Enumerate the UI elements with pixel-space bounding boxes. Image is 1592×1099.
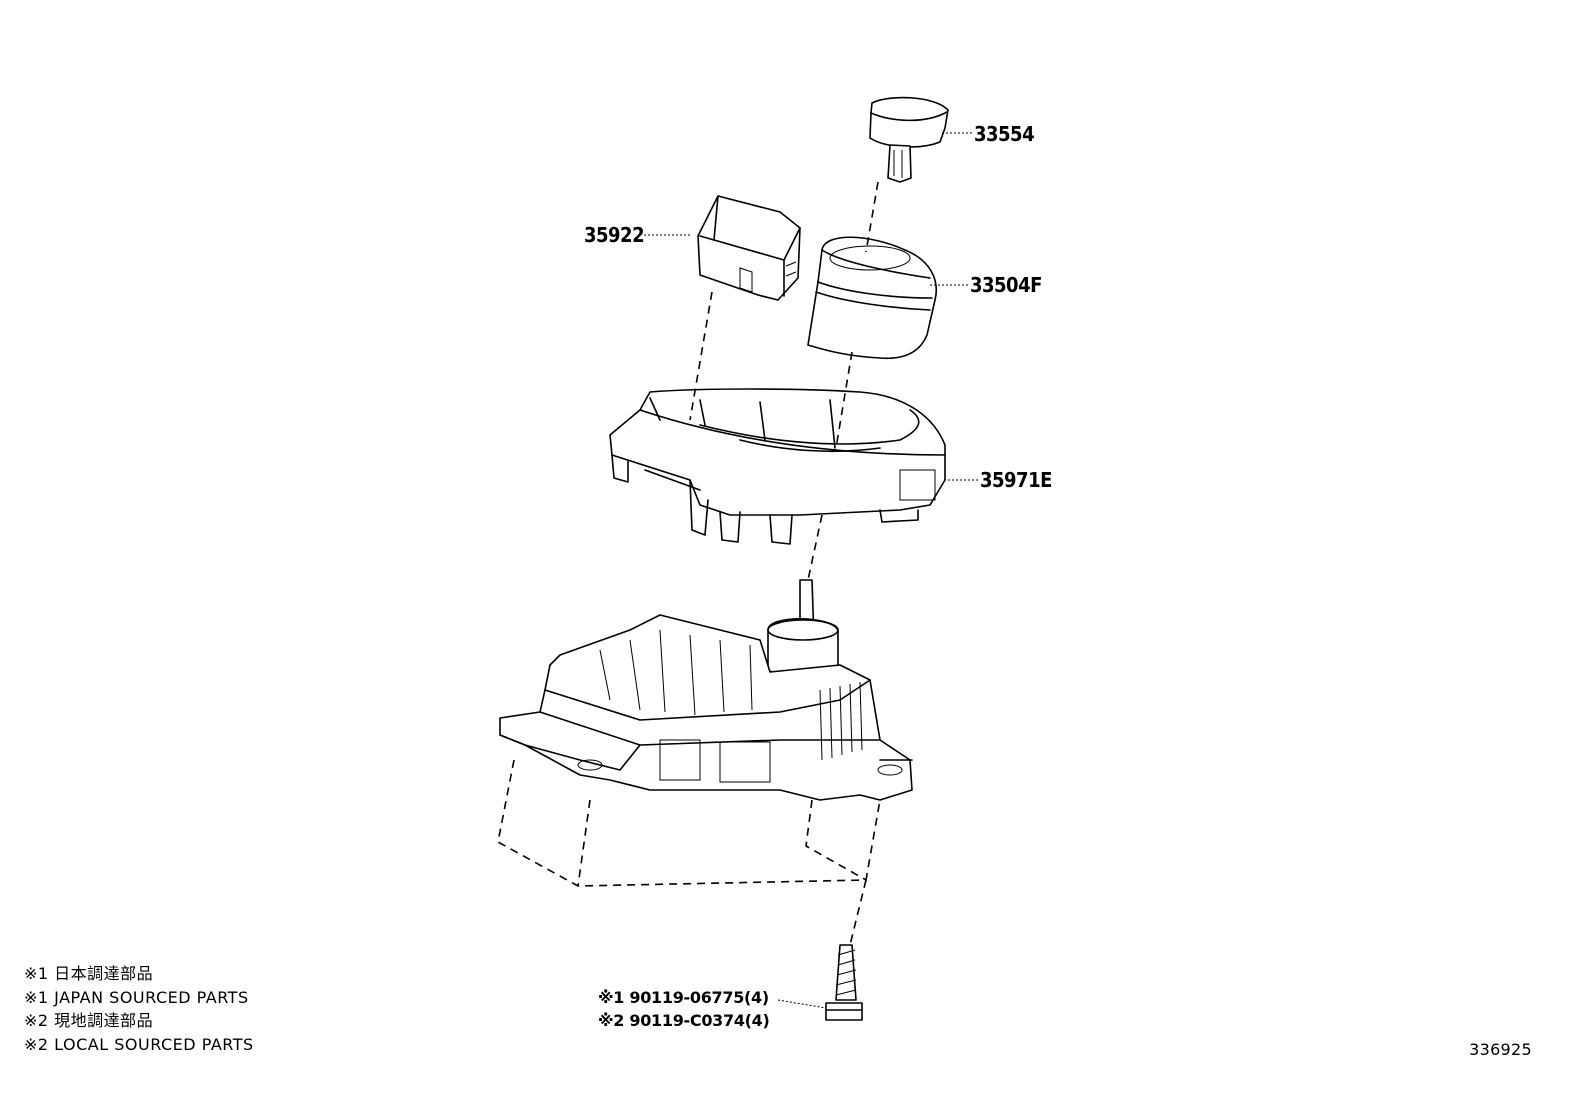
shift-knob-illustration <box>869 96 949 183</box>
legend-line: ※1 JAPAN SOURCED PARTS <box>24 987 249 1007</box>
legend-line: ※2 LOCAL SOURCED PARTS <box>24 1034 254 1054</box>
fastener-labels: ※1 90119-06775(4) ※2 90119-C0374(4) <box>598 986 770 1032</box>
part-label-35971e[interactable]: 35971E <box>980 468 1052 492</box>
fastener-mark: ※1 <box>598 988 625 1007</box>
connector-block-illustration <box>697 195 801 301</box>
fastener-number: 90119-06775(4) <box>629 988 769 1007</box>
fastener-item[interactable]: ※1 90119-06775(4) <box>598 986 770 1009</box>
assembly-lines <box>497 181 881 946</box>
indicator-housing-illustration <box>609 388 946 545</box>
shifter-base-illustration <box>499 579 913 801</box>
part-label-35922[interactable]: 35922 <box>584 223 645 247</box>
part-label-33504f[interactable]: 33504F <box>970 273 1042 297</box>
fastener-number: 90119-C0374(4) <box>629 1011 770 1030</box>
fastener-item[interactable]: ※2 90119-C0374(4) <box>598 1009 770 1032</box>
shift-boot-illustration <box>807 236 937 360</box>
illustration-number: 336925 <box>1469 1040 1532 1059</box>
legend-line: ※1 日本調達部品 <box>24 964 154 983</box>
bolt-illustration <box>825 944 863 1021</box>
legend-line: ※2 現地調達部品 <box>24 1011 154 1030</box>
fastener-mark: ※2 <box>598 1011 625 1030</box>
leader-lines <box>644 132 978 1009</box>
part-label-33554[interactable]: 33554 <box>974 122 1035 146</box>
sourcing-legend: ※1 日本調達部品 ※1 JAPAN SOURCED PARTS ※2 現地調達… <box>24 962 254 1056</box>
